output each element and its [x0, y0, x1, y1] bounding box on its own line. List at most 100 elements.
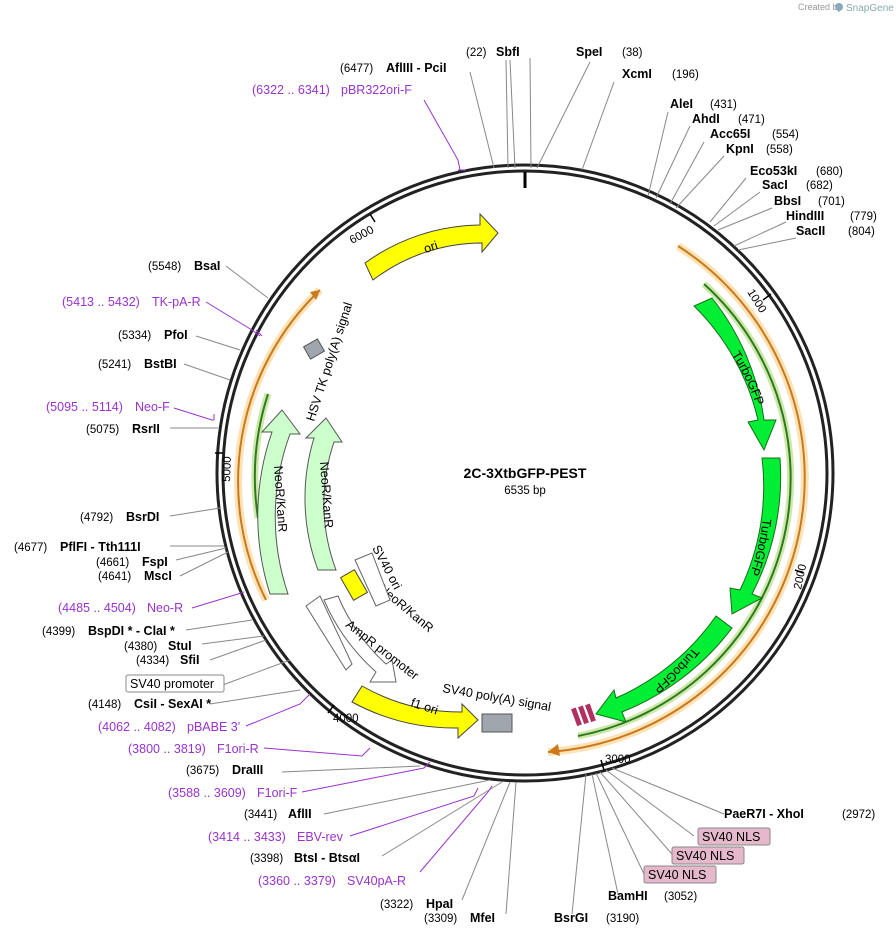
feature-f1-ori[interactable]	[351, 685, 479, 740]
primer-neo-r-name[interactable]: Neo-R	[147, 601, 183, 615]
feature-sv40-enhancer[interactable]	[354, 552, 391, 607]
site-csii-pos: (4148)	[88, 699, 121, 711]
tick-6000: 6000	[348, 224, 376, 247]
outer-orange-arc-right-line	[547, 245, 806, 753]
site-spei-pos: (38)	[622, 47, 643, 59]
primer-sv40pa-r-range: (3360 .. 3379)	[258, 874, 336, 888]
site-alei-name[interactable]: AleI	[670, 97, 693, 111]
sv40-promoter-label: SV40 promoter	[130, 677, 214, 691]
site-stui-name[interactable]: StuI	[168, 639, 192, 653]
site-acc65i-name[interactable]: Acc65I	[710, 127, 750, 141]
feature-turbogfp-1[interactable]	[693, 297, 777, 452]
site-bamhi-name[interactable]: BamHI	[608, 889, 648, 903]
site-draiii-name[interactable]: DraIII	[232, 763, 263, 777]
site-rsrii-pos: (5075)	[86, 424, 119, 436]
site-pfoi-pos: (5334)	[118, 330, 151, 342]
feature-sv40-polya-label: SV40 poly(A) signal	[441, 681, 552, 714]
plasmid-name: 2C-3XtbGFP-PEST	[464, 465, 587, 481]
site-bsrdi-name[interactable]: BsrDI	[126, 510, 159, 524]
ruler-ticks	[215, 213, 804, 771]
feature-neor-kanr-outer[interactable]	[257, 409, 301, 595]
site-clai-pos: (4399)	[42, 626, 75, 638]
feature-sv40-polya[interactable]	[481, 713, 513, 733]
feature-ampr-promoter-tail	[305, 595, 353, 671]
primer-f1ori-r-name[interactable]: F1ori-R	[217, 742, 259, 756]
feature-hsv-tk-polya[interactable]	[302, 338, 326, 360]
primer-f1ori-f-name[interactable]: F1ori-F	[257, 786, 298, 800]
primer-f1ori-f-range: (3588 .. 3609)	[168, 786, 246, 800]
site-btsi-name[interactable]: BtsI - BtsαI	[294, 851, 360, 865]
backbone-outer	[215, 163, 835, 783]
site-sacii-pos: (804)	[848, 226, 875, 238]
site-fspi-name[interactable]: FspI	[142, 555, 168, 569]
primer-f1ori-r-range: (3800 .. 3819)	[128, 742, 206, 756]
site-pcii-name[interactable]: AflIII - PciI	[386, 61, 446, 75]
primer-pbabe-name[interactable]: pBABE 3'	[187, 720, 240, 734]
site-kpni-name[interactable]: KpnI	[726, 142, 754, 156]
outer-orange-arrowhead	[548, 744, 560, 756]
site-rsrii-name[interactable]: RsrII	[132, 422, 160, 436]
site-pfoi-name[interactable]: PfoI	[164, 328, 188, 342]
site-pcii-pos: (6477)	[340, 63, 373, 75]
site-bstbi-pos: (5241)	[98, 359, 131, 371]
site-hpai-name[interactable]: HpaI	[426, 897, 453, 911]
site-bbsi-pos: (701)	[818, 196, 845, 208]
feature-turbogfp-3[interactable]	[595, 615, 733, 723]
site-kpni-pos: (558)	[766, 144, 793, 156]
site-tth111i-name[interactable]: PflFI - Tth111I	[60, 540, 141, 554]
site-xcmi-name[interactable]: XcmI	[622, 67, 652, 81]
feature-ori-label: ori	[422, 238, 440, 256]
site-spei-name[interactable]: SpeI	[576, 45, 602, 59]
site-hindiii-name[interactable]: HindIII	[786, 209, 824, 223]
primer-leader-lines	[173, 99, 493, 873]
site-bsai-name[interactable]: BsaI	[194, 259, 220, 273]
snapgene-logo-icon	[835, 3, 843, 11]
site-ahdi-name[interactable]: AhdI	[692, 112, 720, 126]
feature-sv40-nls-marks[interactable]	[571, 703, 596, 727]
site-saci-pos: (682)	[806, 180, 833, 192]
feature-turbogfp-3-label: TurboGFP	[651, 645, 702, 696]
site-msci-pos: (4641)	[98, 571, 131, 583]
feature-hsv-tk-polya-label: HSV TK poly(A) signal	[304, 301, 356, 423]
feature-ori[interactable]	[364, 212, 499, 281]
site-leader-lines	[169, 57, 797, 915]
backbone-inner	[221, 169, 829, 777]
feature-turbogfp-2[interactable]	[729, 457, 782, 615]
site-csii-name[interactable]: CsiI - SexAI *	[134, 697, 211, 711]
site-sfii-name[interactable]: SfiI	[180, 653, 199, 667]
site-hindiii-pos: (779)	[850, 211, 877, 223]
sv40-nls-box-1: SV40 NLS	[697, 827, 771, 846]
primer-neo-f-name[interactable]: Neo-F	[135, 400, 170, 414]
site-sacii-name[interactable]: SacII	[796, 224, 825, 238]
feature-neor-kanr-inner-label: NeoR/KanR	[317, 461, 336, 529]
site-eco53ki-name[interactable]: Eco53kI	[750, 164, 797, 178]
site-mfei-name[interactable]: MfeI	[470, 911, 495, 925]
feature-neor-kanr-inner[interactable]	[304, 417, 343, 571]
site-saci-name[interactable]: SacI	[762, 178, 788, 192]
site-sbfi-name[interactable]: SbfI	[496, 45, 520, 59]
feature-sv40-ori[interactable]	[339, 569, 369, 601]
site-xhoi-name[interactable]: PaeR7I - XhoI	[724, 807, 804, 821]
site-clai-name[interactable]: BspDI * - ClaI *	[88, 624, 175, 638]
site-bstbi-name[interactable]: BstBI	[144, 357, 177, 371]
primer-ebv-rev-name[interactable]: EBV-rev	[297, 830, 344, 844]
site-mfei-pos: (3309)	[424, 913, 457, 925]
feature-neor-kanr-outer-label: NeoR/KanR	[271, 465, 290, 533]
primer-tk-pa-r-name[interactable]: TK-pA-R	[152, 295, 201, 309]
site-aflii-pos: (3441)	[244, 809, 277, 821]
site-msci-name[interactable]: MscI	[144, 569, 172, 583]
site-bsrgi-name[interactable]: BsrGI	[554, 911, 588, 925]
site-aflii-name[interactable]: AflII	[288, 807, 312, 821]
sv40-promoter-box: SV40 promoter	[125, 674, 225, 693]
site-bbsi-name[interactable]: BbsI	[774, 194, 801, 208]
site-alei-pos: (431)	[710, 99, 737, 111]
site-bsai-pos: (5548)	[148, 261, 181, 273]
primer-sv40pa-r-name[interactable]: SV40pA-R	[347, 874, 406, 888]
tick-3000: 3000	[605, 754, 631, 766]
site-hpai-pos: (3322)	[380, 899, 413, 911]
feature-ampr-promoter[interactable]	[323, 595, 397, 683]
site-draiii-pos: (3675)	[186, 765, 219, 777]
primer-pbr322ori-f-name[interactable]: pBR322ori-F	[341, 83, 412, 97]
sv40-nls-label-3: SV40 NLS	[648, 868, 706, 882]
primer-pbr322ori-f-range: (6322 .. 6341)	[252, 83, 330, 97]
